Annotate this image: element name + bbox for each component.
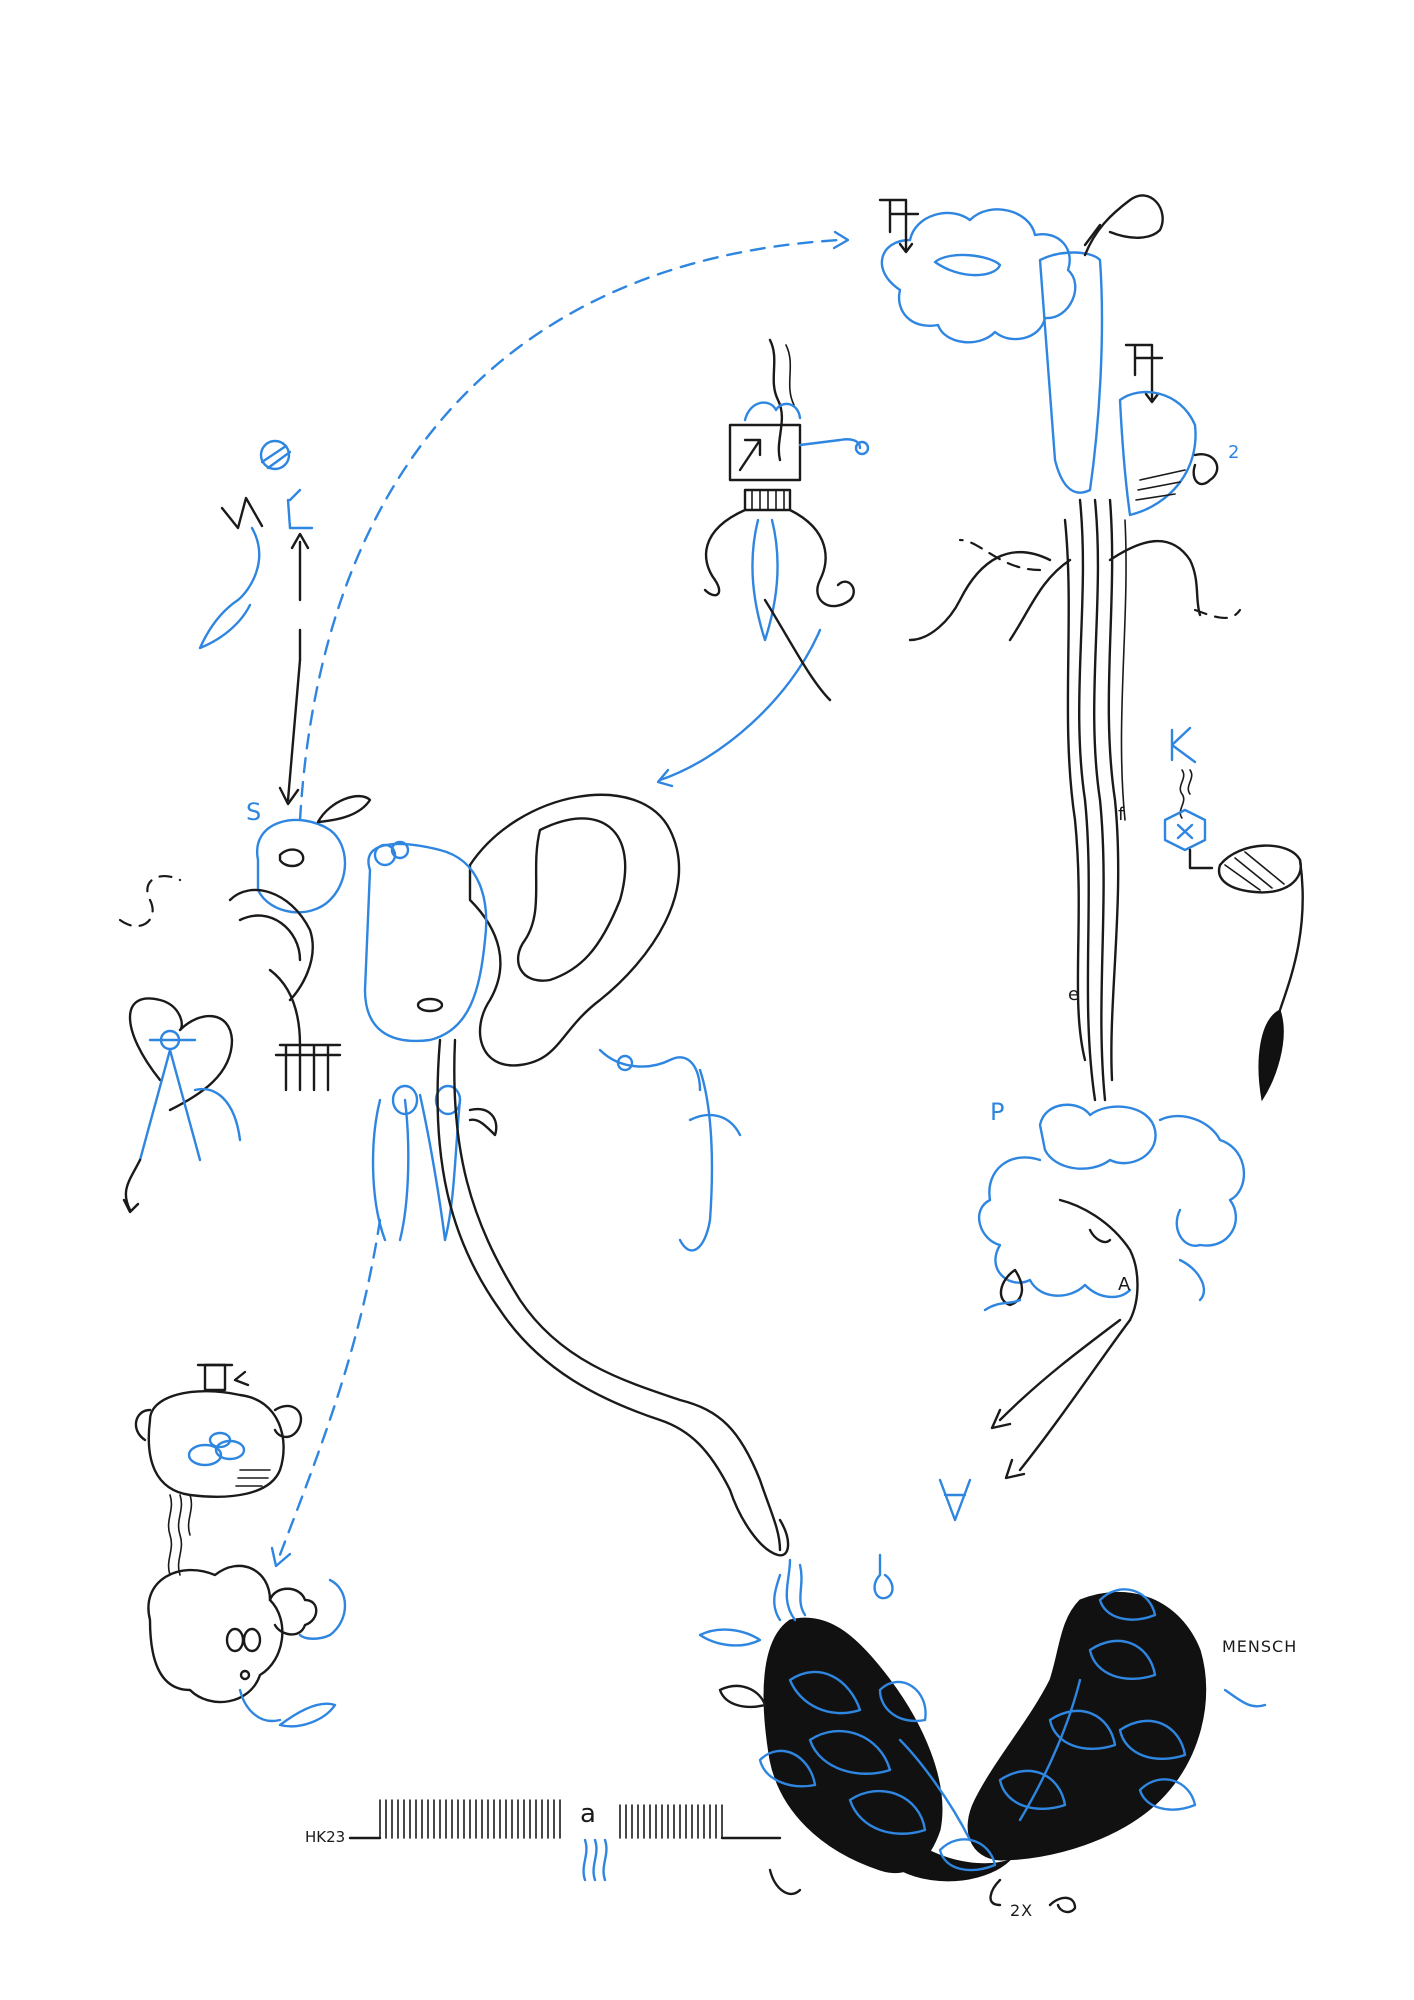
- mensch-label: MENSCH: [1222, 1637, 1297, 1656]
- bushy-mass: [698, 1553, 1207, 1907]
- top-left-symbols: [198, 439, 314, 806]
- central-ear-figure: [363, 628, 822, 1557]
- top-right-cloud: 2: [878, 194, 1239, 517]
- signature-strip: HK23 a: [305, 1799, 782, 1882]
- dashed-down-connector: [270, 1218, 382, 1568]
- dashed-arc-connector: [298, 230, 850, 822]
- bottom-right-labels: MENSCH 2X: [1010, 1637, 1297, 1920]
- letter-a: A: [1118, 1274, 1131, 1295]
- flowing-strands: f e: [908, 498, 1242, 1102]
- top-center-figure: [703, 338, 870, 702]
- letter-f: f: [1118, 804, 1125, 825]
- superscript-2: 2: [1228, 442, 1239, 463]
- count-label: 2X: [1010, 1901, 1033, 1920]
- left-cluster: S: [118, 795, 372, 1214]
- signature: HK23: [305, 1828, 345, 1846]
- right-k-figure: [1163, 726, 1304, 1102]
- lower-left-creature: [134, 1363, 347, 1728]
- right-cloud-cluster: P A: [938, 1098, 1245, 1522]
- letter-a-lower: a: [580, 1799, 596, 1829]
- letter-e: e: [1068, 984, 1079, 1005]
- letter-p: P: [990, 1098, 1004, 1126]
- letter-s: S: [246, 798, 261, 826]
